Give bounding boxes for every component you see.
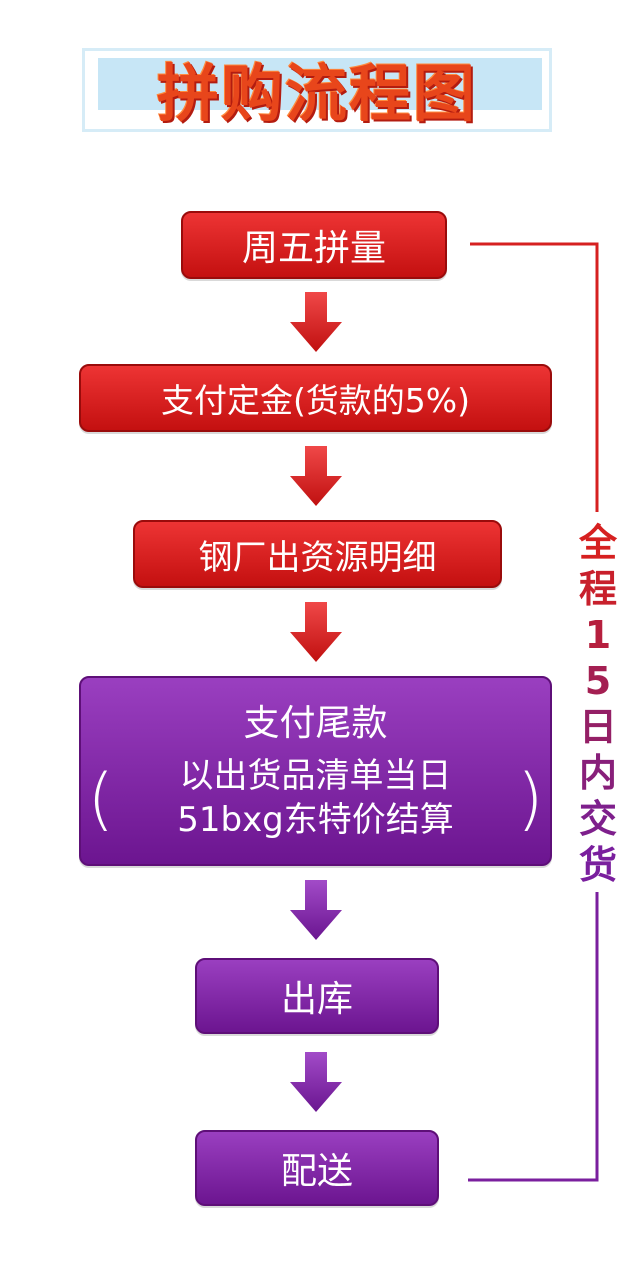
step-pay-balance: 支付尾款 ( 以出货品清单当日 51bxg东特价结算 ) xyxy=(79,676,552,866)
side-char: 货 xyxy=(578,843,617,887)
step-pay-balance-label: 支付尾款 xyxy=(243,703,388,744)
step-delivery: 配送 xyxy=(195,1130,439,1206)
side-char: 5 xyxy=(584,659,612,703)
full-cycle-label: 全 程 1 5 日 内 交 货 xyxy=(578,520,618,888)
arrow-down-icon xyxy=(290,880,342,940)
settlement-note-line-2: 51bxg东特价结算 xyxy=(177,800,454,840)
side-char: 程 xyxy=(578,567,617,611)
arrow-down-icon xyxy=(290,292,342,352)
page-title: 拼购流程图 xyxy=(156,57,477,130)
settlement-note: ( 以出货品清单当日 51bxg东特价结算 ) xyxy=(88,754,544,842)
side-char: 日 xyxy=(578,705,617,749)
step-pay-deposit: 支付定金(货款的5%) xyxy=(79,364,552,432)
side-char: 内 xyxy=(578,751,617,795)
title-frame xyxy=(82,48,552,132)
side-char: 交 xyxy=(578,797,617,841)
settlement-note-line-1: 以出货品清单当日 xyxy=(179,756,452,796)
title-band xyxy=(98,58,542,110)
arrow-down-icon xyxy=(290,602,342,662)
side-char: 1 xyxy=(584,613,612,657)
arrow-down-icon xyxy=(290,1052,342,1112)
arrow-down-icon xyxy=(290,446,342,506)
step-mill-resource-details: 钢厂出资源明细 xyxy=(133,520,502,588)
step-warehouse-out: 出库 xyxy=(195,958,439,1034)
note-open-paren: ( xyxy=(87,760,115,839)
step-weekly-group-volume: 周五拼量 xyxy=(181,211,447,279)
side-char: 全 xyxy=(578,521,617,565)
note-close-paren: ) xyxy=(516,760,544,839)
